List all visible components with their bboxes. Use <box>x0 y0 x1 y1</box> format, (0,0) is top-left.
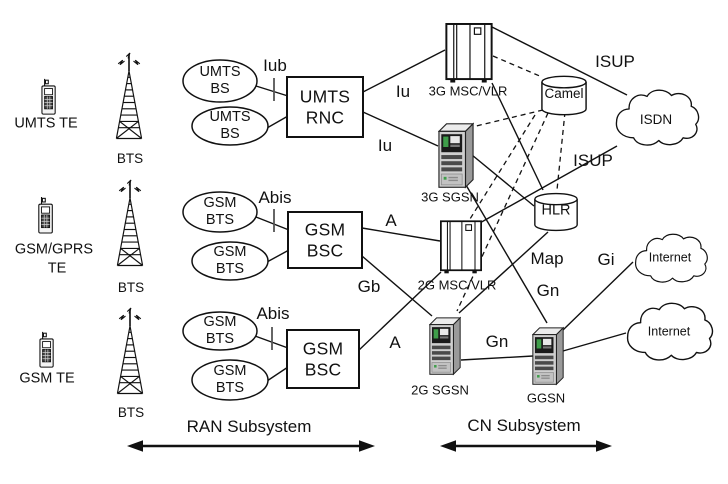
solid-connection-lines <box>357 26 634 361</box>
isup-interface-label-2: ISUP <box>573 150 613 170</box>
line-ggsn-internet2 <box>562 332 627 352</box>
gn-interface-label-1: Gn <box>536 280 560 300</box>
gb-interface-label: Gb <box>357 276 381 296</box>
iu-interface-label-2: Iu <box>377 135 393 155</box>
a-interface-label-1: A <box>385 210 397 230</box>
ggsn-label: GGSN <box>526 390 566 406</box>
umts-bs-ellipse-2 <box>191 106 269 146</box>
hlr-label: HLR <box>541 202 571 219</box>
bts-tower-icon-3 <box>116 307 144 395</box>
3g-msc-vlr-label: 3G MSC/VLR <box>428 83 508 99</box>
3g-sgsn-label: 3G SGSN <box>421 189 479 205</box>
bts-label-3: BTS <box>117 405 145 421</box>
umts-rnc-box <box>286 76 364 138</box>
gsm-bsc-box-2 <box>286 329 360 389</box>
ran-subsystem-arrow <box>127 440 375 452</box>
gsm-bts-ellipse-4 <box>191 359 269 401</box>
umts-bs-ellipse-1 <box>182 59 258 103</box>
3g-sgsn-server-icon <box>438 123 474 188</box>
line-dashed-3gmsc-camel <box>492 55 543 78</box>
gsm-bsc-box-1 <box>287 211 363 269</box>
gsm-bts-ellipse-2 <box>191 241 269 281</box>
2g-msc-vlr-server-icon <box>440 220 482 275</box>
iu-interface-label-1: Iu <box>395 81 411 101</box>
2g-sgsn-label: 2G SGSN <box>411 382 469 398</box>
cn-subsystem-arrow <box>440 440 612 452</box>
gsm-gprs-te-phone-icon <box>38 196 53 234</box>
isup-interface-label-1: ISUP <box>595 51 635 71</box>
gsm-te-label: GSM TE <box>19 370 75 387</box>
interface-tick-marks <box>271 78 275 350</box>
abis-interface-label-1: Abis <box>258 187 292 207</box>
gsm-gprs-te-label-line2: TE <box>47 260 67 277</box>
gn-interface-label-2: Gn <box>485 331 509 351</box>
line-iu-rnc-3gsgsn <box>362 111 439 147</box>
line-dashed-camel-3gsgsn <box>471 109 544 128</box>
gsm-te-phone-icon <box>39 331 54 368</box>
line-iu-rnc-3gmsc <box>362 49 446 93</box>
3g-msc-vlr-server-icon <box>445 23 493 84</box>
line-gi-ggsn-internet1 <box>562 261 634 331</box>
gsm-bts-ellipse-3 <box>182 311 258 351</box>
internet-cloud-label-1: Internet <box>648 250 692 265</box>
line-a-bsc2-2gmsc <box>357 271 442 352</box>
2g-msc-vlr-label: 2G MSC/VLR <box>417 277 497 293</box>
ggsn-server-icon <box>532 327 564 385</box>
bts-label-1: BTS <box>116 151 144 167</box>
bts-tower-icon-1 <box>115 52 143 140</box>
line-dashed-camel-hlr <box>556 111 566 191</box>
base-station-ellipses <box>182 59 269 401</box>
bts-label-2: BTS <box>117 280 145 296</box>
2g-sgsn-server-icon <box>429 317 461 375</box>
line-isup-3gmsc-isdn <box>491 26 628 96</box>
ran-connector-lines <box>254 85 290 382</box>
umts-te-label: UMTS TE <box>14 115 78 132</box>
internet-cloud-label-2: Internet <box>647 324 691 339</box>
cn-subsystem-label: CN Subsystem <box>467 415 581 435</box>
iub-interface-label: Iub <box>263 55 287 75</box>
gsm-bts-ellipse-1 <box>182 191 258 233</box>
umts-te-phone-icon <box>41 78 56 115</box>
line-gn-3gsgsn-ggsn <box>465 184 548 324</box>
isdn-cloud-label: ISDN <box>639 112 673 128</box>
controller-boxes <box>286 76 364 389</box>
bts-tower-icon-2 <box>116 179 144 267</box>
dashed-connection-lines <box>456 55 566 312</box>
camel-label: Camel <box>544 86 584 102</box>
line-a-bsc-2gmsc <box>361 227 441 242</box>
gsm-gprs-te-label-line1: GSM/GPRS <box>14 241 94 258</box>
abis-interface-label-2: Abis <box>256 303 290 323</box>
gi-interface-label: Gi <box>597 249 615 269</box>
line-gb-bsc-2gsgsn <box>361 255 433 317</box>
map-interface-label: Map <box>530 248 564 268</box>
line-3gmsc-hlr <box>491 82 544 191</box>
line-isup-2gmsc-isdn <box>477 145 618 225</box>
a-interface-label-2: A <box>389 332 401 352</box>
line-gn-2gsgsn-ggsn <box>460 355 534 361</box>
line-dashed-camel-2gmsc <box>469 114 536 220</box>
ran-subsystem-label: RAN Subsystem <box>186 416 312 436</box>
line-3gsgsn-hlr <box>471 154 535 207</box>
line-dashed-camel-2gsgsn <box>456 112 549 312</box>
line-map-hlr-2gsgsn <box>458 231 549 314</box>
